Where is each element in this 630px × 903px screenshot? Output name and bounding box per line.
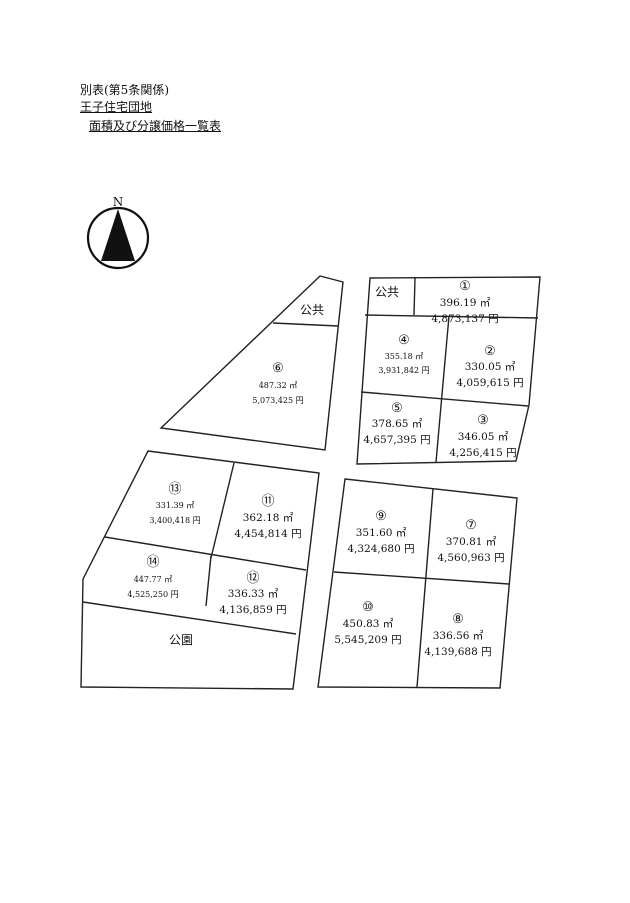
svg-text:4,525,250 円: 4,525,250 円 <box>127 590 178 599</box>
svg-text:4,560,963 円: 4,560,963 円 <box>437 552 504 564</box>
svg-text:⑧: ⑧ <box>452 612 464 627</box>
svg-text:⑨: ⑨ <box>375 509 387 524</box>
svg-text:⑩: ⑩ <box>362 600 374 615</box>
lot-1: ① 396.19 ㎡ 4,873,137 円 <box>431 279 498 325</box>
lot-5: ⑤ 378.65 ㎡ 4,657,395 円 <box>363 401 430 446</box>
lot-9: ⑨ 351.60 ㎡ 4,324,680 円 <box>347 509 414 555</box>
lot-7: ⑦ 370.81 ㎡ 4,560,963 円 <box>437 518 504 564</box>
block-southwest <box>80 450 320 690</box>
svg-text:346.05 ㎡: 346.05 ㎡ <box>458 431 509 443</box>
svg-text:4,454,814 円: 4,454,814 円 <box>234 528 301 540</box>
svg-text:330.05 ㎡: 330.05 ㎡ <box>465 361 516 373</box>
svg-text:487.32 ㎡: 487.32 ㎡ <box>259 381 298 390</box>
block-southeast <box>317 478 518 689</box>
lot-8: ⑧ 336.56 ㎡ 4,139,688 円 <box>424 612 491 658</box>
svg-text:370.81 ㎡: 370.81 ㎡ <box>446 536 497 548</box>
svg-text:4,324,680 円: 4,324,680 円 <box>347 543 414 555</box>
public-area-label-2: 公共 <box>375 285 399 299</box>
lot-4: ④ 355.18 ㎡ 3,931,842 円 <box>378 333 429 375</box>
svg-text:⑥: ⑥ <box>272 361 284 376</box>
svg-text:⑫: ⑫ <box>246 571 259 586</box>
svg-text:④: ④ <box>398 333 410 348</box>
svg-text:4,657,395 円: 4,657,395 円 <box>363 434 430 446</box>
svg-text:4,256,415 円: 4,256,415 円 <box>449 447 516 459</box>
svg-text:4,139,688 円: 4,139,688 円 <box>424 646 491 658</box>
svg-text:450.83 ㎡: 450.83 ㎡ <box>343 618 394 630</box>
svg-text:⑤: ⑤ <box>391 401 403 416</box>
park-label: 公園 <box>169 633 193 647</box>
svg-text:396.19 ㎡: 396.19 ㎡ <box>440 297 491 309</box>
svg-text:⑬: ⑬ <box>168 482 181 497</box>
table-subtitle: 面積及び分譲価格一覧表 <box>89 119 222 133</box>
svg-text:②: ② <box>484 344 496 359</box>
annex-heading: 別表(第5条関係) <box>80 83 169 97</box>
compass-label: N <box>113 195 124 209</box>
svg-text:4,136,859 円: 4,136,859 円 <box>219 604 286 616</box>
svg-text:⑪: ⑪ <box>261 494 274 509</box>
lot-10: ⑩ 450.83 ㎡ 5,545,209 円 <box>334 600 401 646</box>
svg-text:③: ③ <box>477 413 489 428</box>
lot-11: ⑪ 362.18 ㎡ 4,454,814 円 <box>234 494 301 540</box>
svg-text:4,873,137 円: 4,873,137 円 <box>431 313 498 325</box>
svg-text:⑭: ⑭ <box>146 555 159 570</box>
lot-14: ⑭ 447.77 ㎡ 4,525,250 円 <box>127 555 178 599</box>
lot-6: ⑥ 487.32 ㎡ 5,073,425 円 <box>252 361 303 405</box>
svg-text:331.39 ㎡: 331.39 ㎡ <box>156 501 195 510</box>
svg-text:5,545,209 円: 5,545,209 円 <box>334 634 401 646</box>
svg-text:336.33 ㎡: 336.33 ㎡ <box>228 588 279 600</box>
svg-text:336.56 ㎡: 336.56 ㎡ <box>433 630 484 642</box>
estate-name: 王子住宅団地 <box>80 100 153 114</box>
lot-2: ② 330.05 ㎡ 4,059,615 円 <box>456 344 523 389</box>
block-west <box>159 275 344 451</box>
north-arrow-icon: N <box>86 195 150 270</box>
public-area-label: 公共 <box>300 303 324 317</box>
svg-text:378.65 ㎡: 378.65 ㎡ <box>372 418 423 430</box>
lot-13: ⑬ 331.39 ㎡ 3,400,418 円 <box>149 482 200 525</box>
svg-text:3,400,418 円: 3,400,418 円 <box>149 516 200 525</box>
svg-text:3,931,842 円: 3,931,842 円 <box>378 366 429 375</box>
svg-text:362.18 ㎡: 362.18 ㎡ <box>243 512 294 524</box>
svg-text:447.77 ㎡: 447.77 ㎡ <box>134 575 173 584</box>
svg-text:355.18 ㎡: 355.18 ㎡ <box>385 352 424 361</box>
svg-text:⑦: ⑦ <box>465 518 477 533</box>
block-northeast <box>356 276 541 465</box>
svg-text:①: ① <box>459 279 471 294</box>
svg-text:351.60 ㎡: 351.60 ㎡ <box>356 527 407 539</box>
svg-text:5,073,425 円: 5,073,425 円 <box>252 396 303 405</box>
lot-3: ③ 346.05 ㎡ 4,256,415 円 <box>449 413 516 459</box>
lot-12: ⑫ 336.33 ㎡ 4,136,859 円 <box>219 571 286 616</box>
svg-text:4,059,615 円: 4,059,615 円 <box>456 377 523 389</box>
